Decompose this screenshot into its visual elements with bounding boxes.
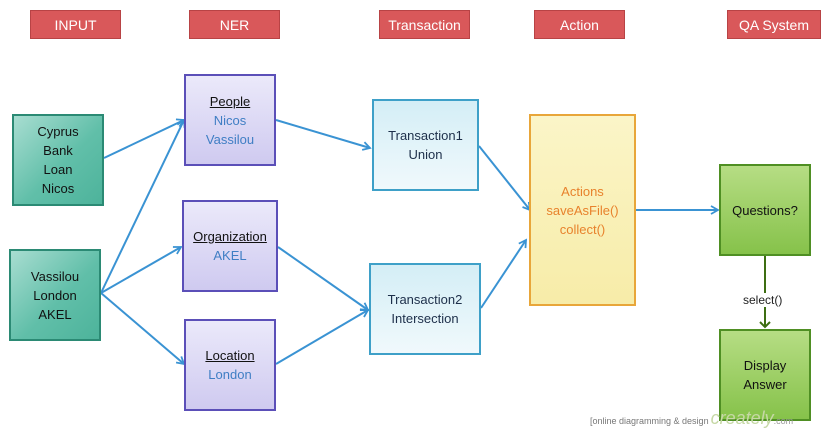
ner-organization-box: Organization AKEL <box>182 200 278 292</box>
watermark-text: [online diagramming & design <box>590 416 709 426</box>
header-ner: NER <box>189 10 280 39</box>
questions-box: Questions? <box>719 164 811 256</box>
edge-input1-people <box>103 118 186 159</box>
action-box: Actions saveAsFile() collect() <box>529 114 636 306</box>
input-box-2: Vassilou London AKEL <box>9 249 101 341</box>
edge-people-transaction1 <box>275 119 372 151</box>
watermark-domain: .com <box>773 416 794 426</box>
transaction2-op: Intersection <box>391 311 459 326</box>
ner-organization-value: AKEL <box>213 248 247 263</box>
watermark-brand: creately <box>710 408 774 428</box>
ner-location-value: London <box>208 367 252 382</box>
action-method: saveAsFile() <box>546 202 619 218</box>
input-box-1: Cyprus Bank Loan Nicos <box>12 114 104 206</box>
header-transaction: Transaction <box>379 10 470 39</box>
select-edge-label: select() <box>740 293 786 307</box>
input-word: Loan <box>43 162 73 177</box>
header-action: Action <box>534 10 625 39</box>
action-title: Actions <box>561 183 604 199</box>
answer-box: Display Answer <box>719 329 811 421</box>
edge-location-transaction2 <box>275 309 370 365</box>
transaction2-name: Transaction2 <box>387 292 463 307</box>
ner-location-title: Location <box>205 348 255 363</box>
edge-organization-transaction2 <box>277 246 370 312</box>
ner-location-box: Location London <box>184 319 276 411</box>
edge-input2-organization <box>100 246 183 294</box>
transaction1-box: Transaction1 Union <box>372 99 479 191</box>
input-word: Bank <box>43 143 73 158</box>
input-word: London <box>33 287 77 303</box>
edge-input2-people <box>100 118 186 294</box>
ner-organization-title: Organization <box>193 229 267 244</box>
input-word: Cyprus <box>37 124 79 139</box>
ner-people-value: Vassilou <box>205 131 255 147</box>
transaction1-op: Union <box>408 147 443 162</box>
action-method: collect() <box>559 221 606 237</box>
input-word: Vassilou <box>30 268 80 284</box>
input-word: Nicos <box>41 181 75 196</box>
answer-word: Display <box>743 358 787 373</box>
input-word: AKEL <box>38 306 72 322</box>
ner-people-box: People Nicos Vassilou <box>184 74 276 166</box>
edge-input2-location <box>100 292 186 366</box>
questions-label: Questions? <box>732 202 798 218</box>
transaction1-name: Transaction1 <box>388 128 463 143</box>
transaction2-box: Transaction2 Intersection <box>369 263 481 355</box>
ner-people-title: People <box>209 93 251 109</box>
edge-transaction1-action <box>478 145 532 212</box>
header-input: INPUT <box>30 10 121 39</box>
answer-word: Answer <box>743 377 787 392</box>
ner-people-value: Nicos <box>213 112 247 128</box>
header-qa-system: QA System <box>727 10 821 39</box>
edge-transaction2-action <box>480 238 528 309</box>
